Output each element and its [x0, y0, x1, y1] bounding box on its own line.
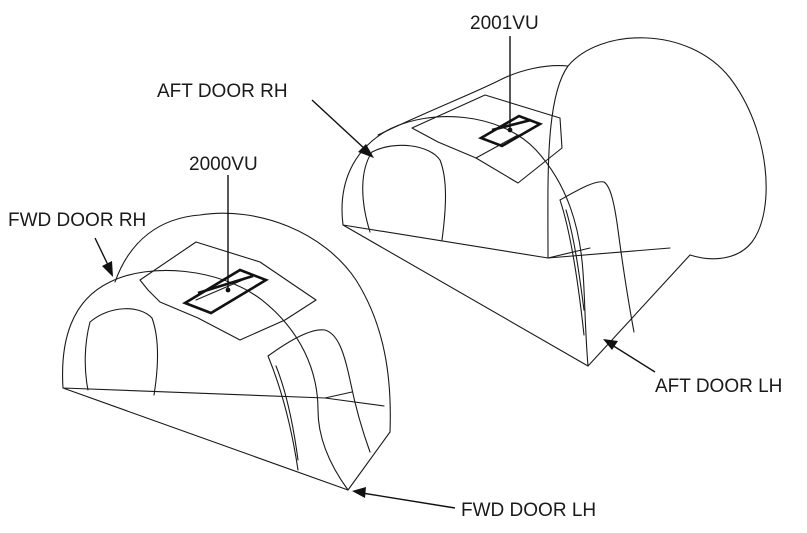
aft-door-rh-cutout: [362, 144, 447, 241]
aft-section-floor: [342, 224, 691, 367]
panel-2000vu-outline: [182, 268, 269, 315]
aft-door-rh-arrow: [311, 99, 374, 158]
label-aft-door-rh: AFT DOOR RH: [157, 81, 288, 102]
aft-roof-panel-inner: [475, 134, 519, 159]
aft-section-far-arch: [547, 37, 767, 260]
aft-door-lh-inner: [565, 209, 585, 311]
fwd-section-floor: [62, 387, 391, 491]
label-fwd-door-lh: FWD DOOR LH: [461, 500, 596, 521]
aft-door-lh-arrow: [603, 339, 656, 373]
fwd-door-rh-cutout: [84, 308, 158, 396]
fwd-door-lh-inner: [275, 365, 299, 461]
fwd-cabin-section: [62, 212, 391, 491]
aft-section-floor-back: [547, 247, 591, 259]
label-aft-door-lh: AFT DOOR LH: [655, 376, 782, 397]
panel-2001vu: [477, 36, 544, 148]
panel-2000vu-divider: [197, 274, 254, 295]
label-2001vu: 2001VU: [470, 13, 539, 34]
aft-door-lh-cutout: [559, 181, 635, 336]
panel-2001vu-divider: [491, 118, 532, 132]
panel-2000vu: [182, 175, 269, 315]
fwd-door-lh-cutout: [267, 329, 371, 471]
fwd-door-lh-arrow: [352, 487, 456, 509]
aft-section-roof-line: [377, 65, 569, 136]
aft-roof-panel: [411, 94, 563, 184]
label-fwd-door-rh: FWD DOOR RH: [8, 210, 146, 231]
fwd-door-rh-arrow: [94, 237, 113, 277]
label-2000vu: 2000VU: [189, 154, 258, 175]
panel-2001vu-outline: [477, 114, 544, 148]
aft-cabin-section: [341, 37, 767, 367]
fwd-section-far-arch: [114, 212, 391, 433]
fwd-section-floor-back: [324, 391, 353, 399]
fwd-section-front-arch: [62, 269, 349, 491]
